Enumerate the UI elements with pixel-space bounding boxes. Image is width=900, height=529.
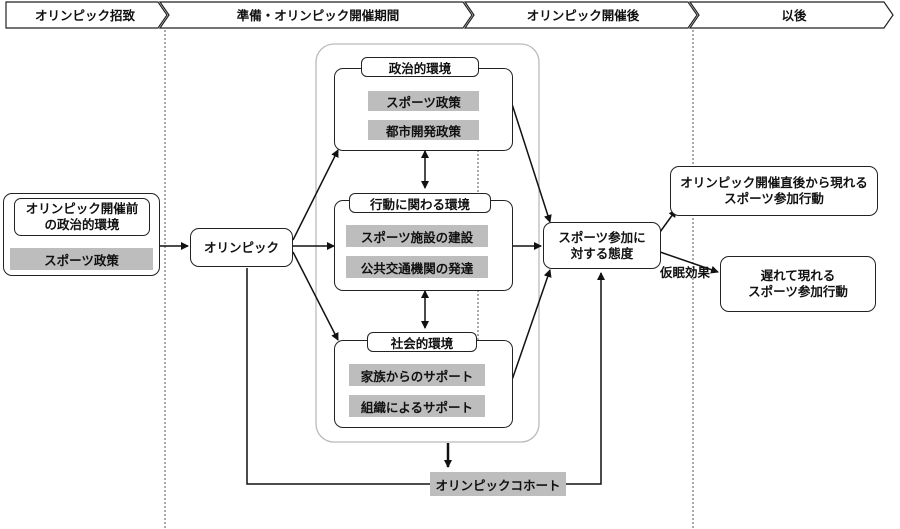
behavior-env-title: 行動に関わる環境 (349, 193, 491, 213)
political-env-title: 政治的環境 (361, 57, 479, 77)
delayed-participation-box: 遅れて現れる スポーツ参加行動 (720, 256, 876, 312)
social-item-organization: 組織によるサポート (349, 395, 485, 417)
immediate-participation-box: オリンピック開催直後から現れる スポーツ参加行動 (670, 166, 878, 216)
social-item-family: 家族からのサポート (349, 364, 485, 386)
phase-chevron-4 (688, 1, 894, 29)
sleeper-effect-label: 仮眠効果 (659, 265, 710, 280)
olympic-cohort-box: オリンピックコホート (430, 472, 566, 496)
political-item-urban-policy: 都市開発政策 (368, 120, 479, 140)
social-env-title: 社会的環境 (367, 332, 477, 352)
phase-chevron-2 (158, 1, 473, 29)
pre-env-title: オリンピック開催前 の政治的環境 (14, 198, 150, 236)
phase-label-after: オリンピック開催後 (526, 7, 640, 23)
phase-label-bid: オリンピック招致 (34, 7, 135, 23)
political-item-sports-policy: スポーツ政策 (368, 91, 479, 111)
phase-label-later: 以後 (781, 7, 807, 23)
behavior-item-facilities: スポーツ施設の建設 (346, 225, 488, 247)
phase-label-preparation: 準備・オリンピック開催期間 (236, 7, 400, 23)
phase-chevron-3 (463, 1, 698, 29)
pre-env-item: スポーツ政策 (10, 248, 153, 270)
phase-chevron-1 (5, 1, 168, 29)
attitude-box: スポーツ参加に 対する態度 (543, 222, 661, 269)
olympics-box: オリンピック (190, 228, 293, 267)
behavior-item-transport: 公共交通機関の発達 (346, 256, 488, 278)
